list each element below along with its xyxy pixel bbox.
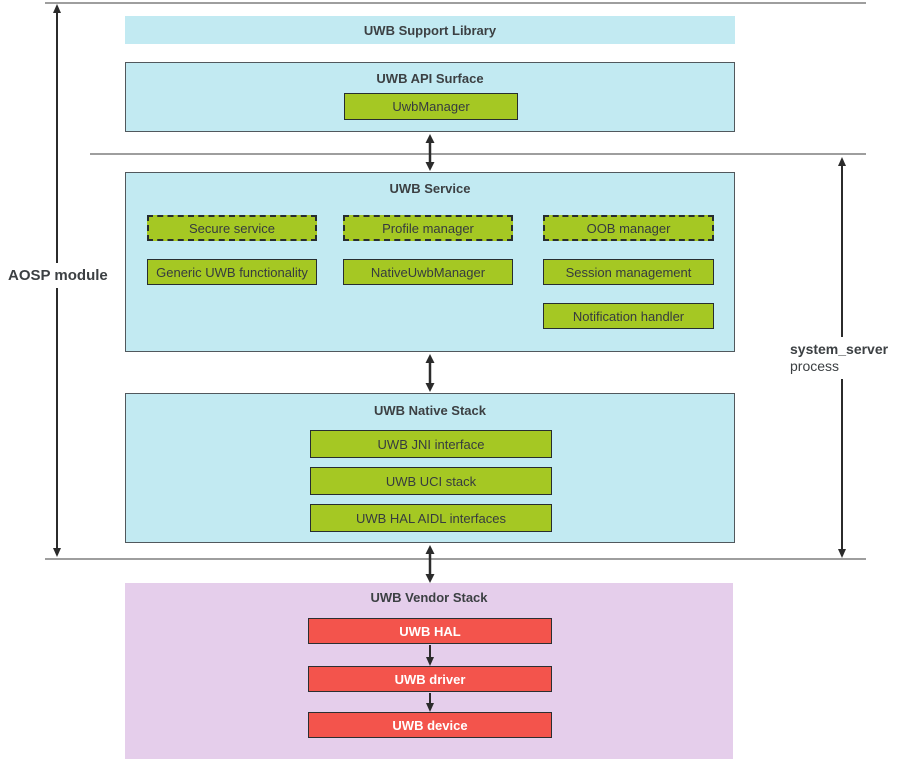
uwb-hal-aidl-interfaces-chip: UWB HAL AIDL interfaces [310,504,552,532]
vendor-boundary-line [45,558,866,560]
secure-service-chip: Secure service [147,215,317,241]
uwb-driver-chip: UWB driver [308,666,552,692]
system-server-label: system_server [790,341,889,357]
process-label: process [790,358,840,374]
uwb-vendor-stack-box: UWB Vendor Stack UWB HAL UWB driver UWB … [125,583,733,759]
bidirectional-arrow-icon [425,354,435,392]
uwb-service-box: UWB Service Secure service Profile manag… [125,172,735,352]
uwb-jni-interface-chip: UWB JNI interface [310,430,552,458]
uwb-service-title: UWB Service [389,181,471,196]
top-boundary-line [45,2,866,4]
uwbmanager-chip: UwbManager [344,93,518,120]
session-management-chip: Session management [543,259,714,285]
uwb-api-surface-box: UWB API Surface UwbManager [125,62,735,132]
profile-manager-chip: Profile manager [343,215,513,241]
uwb-support-library-box: UWB Support Library [125,16,735,44]
system-server-boundary-line [90,153,866,155]
system-server-process-label: system_server process [788,337,891,379]
generic-uwb-functionality-chip: Generic UWB functionality [147,259,317,285]
uwb-support-library-title: UWB Support Library [363,22,497,38]
uwb-uci-stack-chip: UWB UCI stack [310,467,552,495]
aosp-module-label: AOSP module [6,263,110,288]
down-arrow-icon [426,693,434,712]
notification-handler-chip: Notification handler [543,303,714,329]
native-uwb-manager-chip: NativeUwbManager [343,259,513,285]
uwb-hal-chip: UWB HAL [308,618,552,644]
oob-manager-chip: OOB manager [543,215,714,241]
uwb-native-stack-box: UWB Native Stack UWB JNI interface UWB U… [125,393,735,543]
bidirectional-arrow-icon [425,134,435,171]
down-arrow-icon [426,645,434,666]
bidirectional-arrow-icon [425,545,435,583]
uwb-device-chip: UWB device [308,712,552,738]
uwb-api-surface-title: UWB API Surface [376,71,484,86]
uwb-native-stack-title: UWB Native Stack [374,403,486,418]
uwb-vendor-stack-title: UWB Vendor Stack [370,590,488,605]
